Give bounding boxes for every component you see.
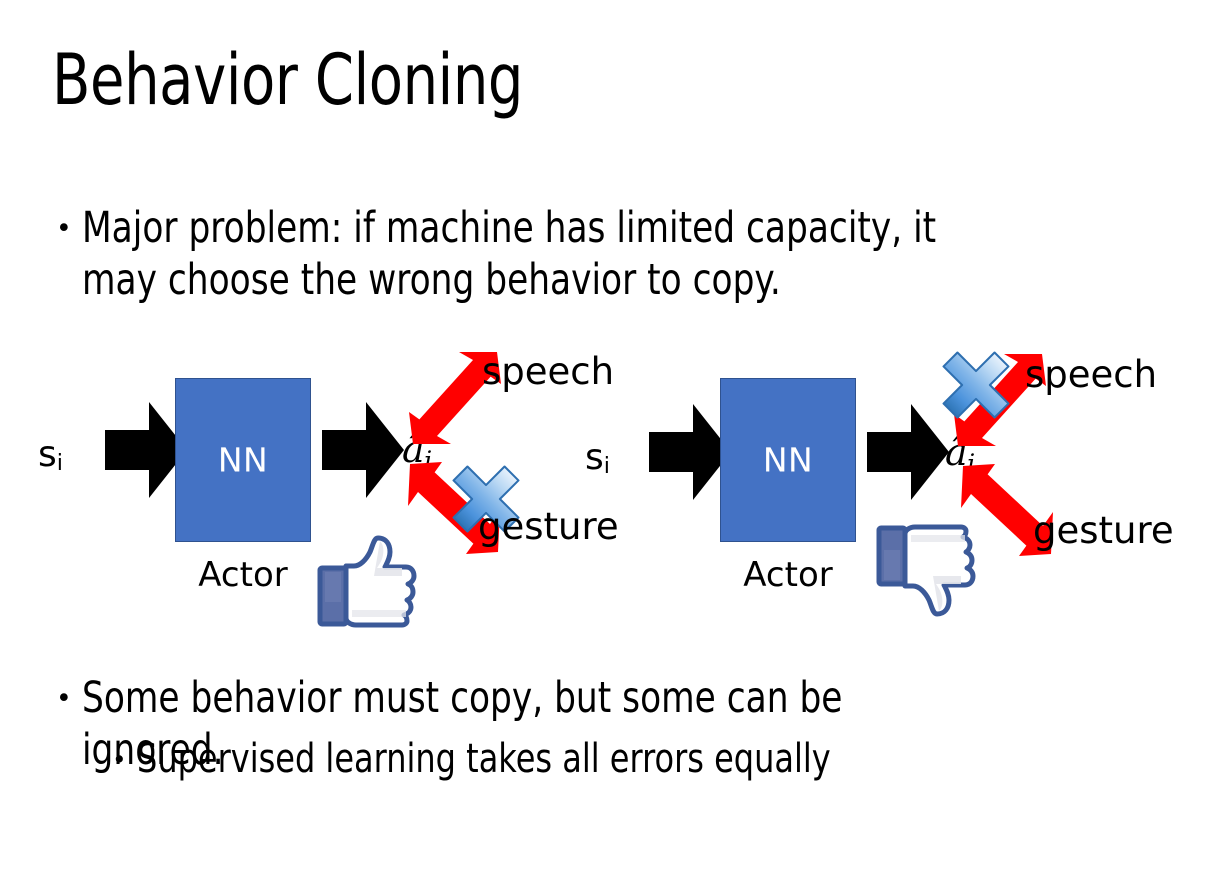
bullet-marker-icon: • xyxy=(112,744,127,774)
branch-label-gesture-right: gesture xyxy=(1033,509,1174,552)
bullet-bottom-level2-text: Supervised learning takes all errors equ… xyxy=(136,736,831,782)
diagram-left: si NN Actor âi xyxy=(20,340,620,640)
output-arrow-right xyxy=(867,402,949,502)
branch-label-speech-right: speech xyxy=(1025,353,1158,396)
bullet-top: • Major problem: if machine has limited … xyxy=(56,202,1166,307)
actor-label-left: Actor xyxy=(198,555,288,595)
bullet-marker-icon: • xyxy=(56,212,72,244)
branch-arrow-speech-left xyxy=(405,348,505,448)
cross-out-icon-left xyxy=(445,458,527,540)
input-arrow-right xyxy=(649,402,731,502)
bullet-marker-icon: • xyxy=(56,682,72,714)
diagram-right: si NN Actor âi xyxy=(565,340,1185,640)
state-label-right: si xyxy=(585,437,610,480)
branch-label-gesture-left: gesture xyxy=(478,505,619,548)
thumbs-down-icon xyxy=(875,524,976,620)
nn-box-label-right: NN xyxy=(762,440,814,480)
thumbs-up-icon xyxy=(316,532,417,628)
bullet-bottom-level2: • Supervised learning takes all errors e… xyxy=(112,735,1172,784)
output-arrow-left xyxy=(322,400,404,500)
nn-box-label-left: NN xyxy=(217,440,269,480)
page-title: Behavior Cloning xyxy=(52,39,524,121)
bullet-bottom-level1-text: Some behavior must copy, but some can be… xyxy=(82,673,843,776)
nn-box-left: NN xyxy=(175,378,311,542)
branch-label-speech-left: speech xyxy=(482,350,615,393)
cross-out-icon-right xyxy=(935,344,1017,426)
branch-arrow-gesture-right xyxy=(955,462,1055,562)
bullet-bottom-level1: • Some behavior must copy, but some can … xyxy=(56,672,1176,777)
bullet-top-text: Major problem: if machine has limited ca… xyxy=(82,203,937,306)
state-label-left: si xyxy=(38,434,63,477)
input-arrow-left xyxy=(105,400,187,500)
actor-label-right: Actor xyxy=(743,555,833,595)
nn-box-right: NN xyxy=(720,378,856,542)
